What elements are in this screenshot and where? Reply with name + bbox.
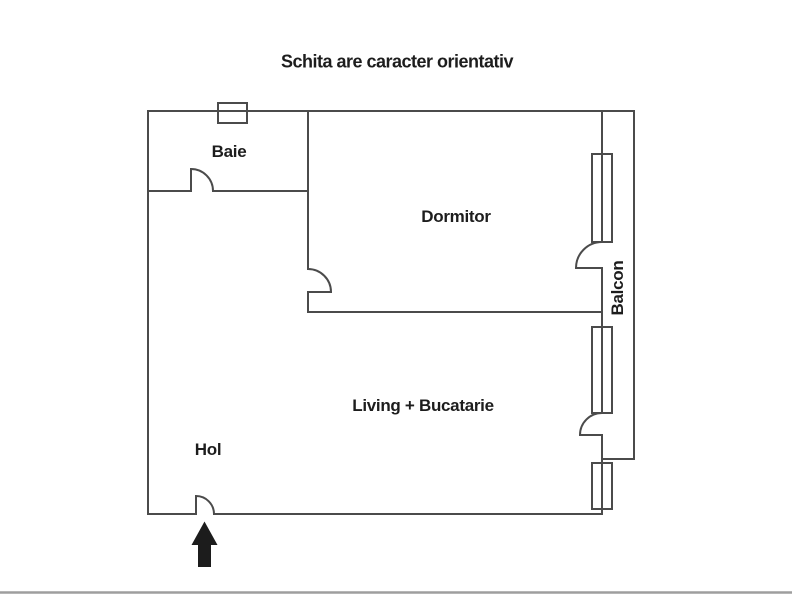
room-label-hol: Hol: [194, 440, 222, 459]
vent-window-icon: [217, 102, 248, 124]
balcony-door-dormitor-icon: [574, 240, 604, 270]
room-label-baie: Baie: [211, 142, 247, 161]
dormitor-door-icon: [306, 267, 333, 294]
walls: [147, 110, 635, 515]
baie-door-icon: [190, 167, 215, 193]
room-label-dormitor: Dormitor: [421, 207, 491, 226]
entrance-door-icon: [195, 494, 216, 516]
entrance-arrow-icon: [191, 521, 218, 567]
windows: [217, 102, 613, 510]
room-label-living: Living + Bucatarie: [352, 396, 494, 415]
room-label-balcon: Balcon: [608, 260, 627, 316]
balcony-door-living-icon: [578, 411, 604, 437]
small-window-icon: [591, 462, 613, 510]
doors: [190, 167, 604, 516]
disclaimer-title: Schita are caracter orientativ: [280, 51, 514, 72]
